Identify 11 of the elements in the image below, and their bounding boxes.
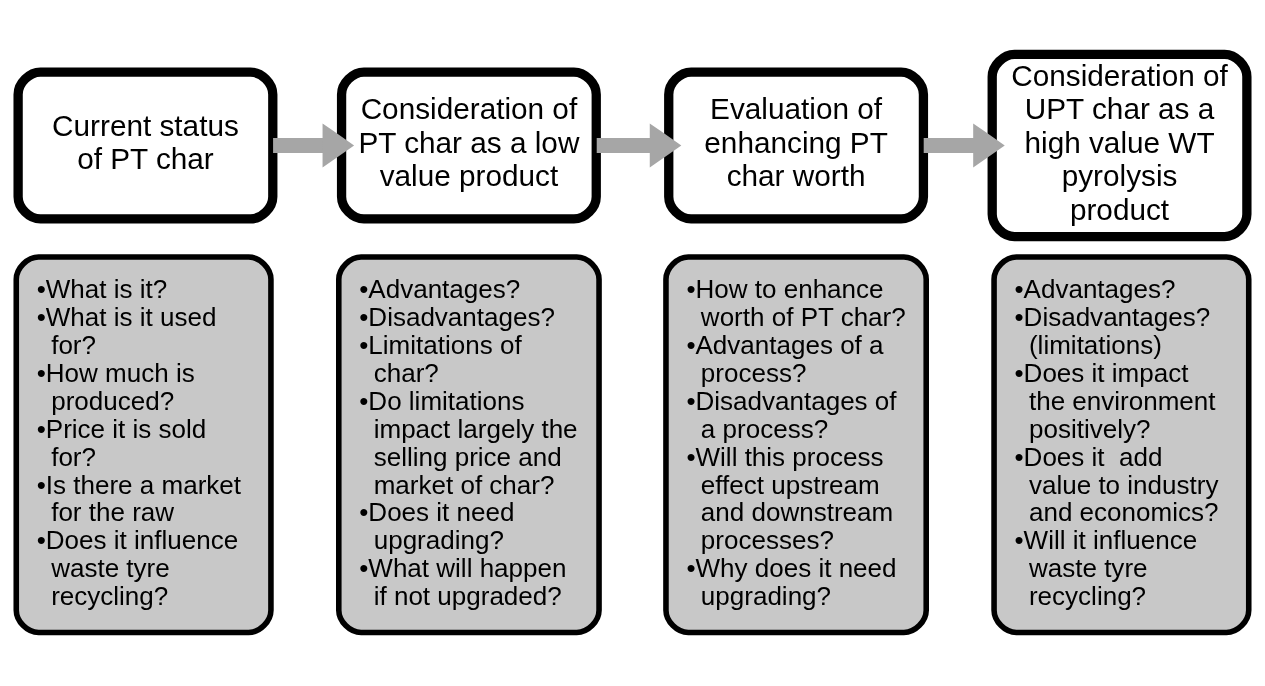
node-box: Current status of PT char xyxy=(13,66,278,224)
node-box: •Advantages? •Disadvantages? (limitations) •Does it impact the environment positively? •Does it add value to industry and economics? •Will it influence waste tyre recycling? xyxy=(991,253,1252,635)
node-box: Evaluation of enhancing PT char worth xyxy=(664,66,929,224)
node-box: Consideration of UPT char as a high value WT pyrolysis product xyxy=(987,49,1252,241)
arrow xyxy=(273,122,355,168)
arrow xyxy=(923,122,1005,168)
node-box: •What is it? •What is it used for? •How much is produced? •Price it is sold for? •Is there a market for the raw •Does it influence waste tyre recycling? xyxy=(13,253,274,635)
node-box: •How to enhance worth of PT char? •Advantages of a process? •Disadvantages of a process? •Will this process effect upstream and downstream processes? •Why does it need upgrading? xyxy=(663,253,929,635)
node-box: Consideration of PT char as a low value product xyxy=(336,66,601,224)
arrow xyxy=(596,122,682,168)
node-box: •Advantages? •Disadvantages? •Limitations of char? •Do limitations impact largely the selling price and market of char? •Does it need upgrading? •What will happen if not upgraded? xyxy=(336,253,602,635)
